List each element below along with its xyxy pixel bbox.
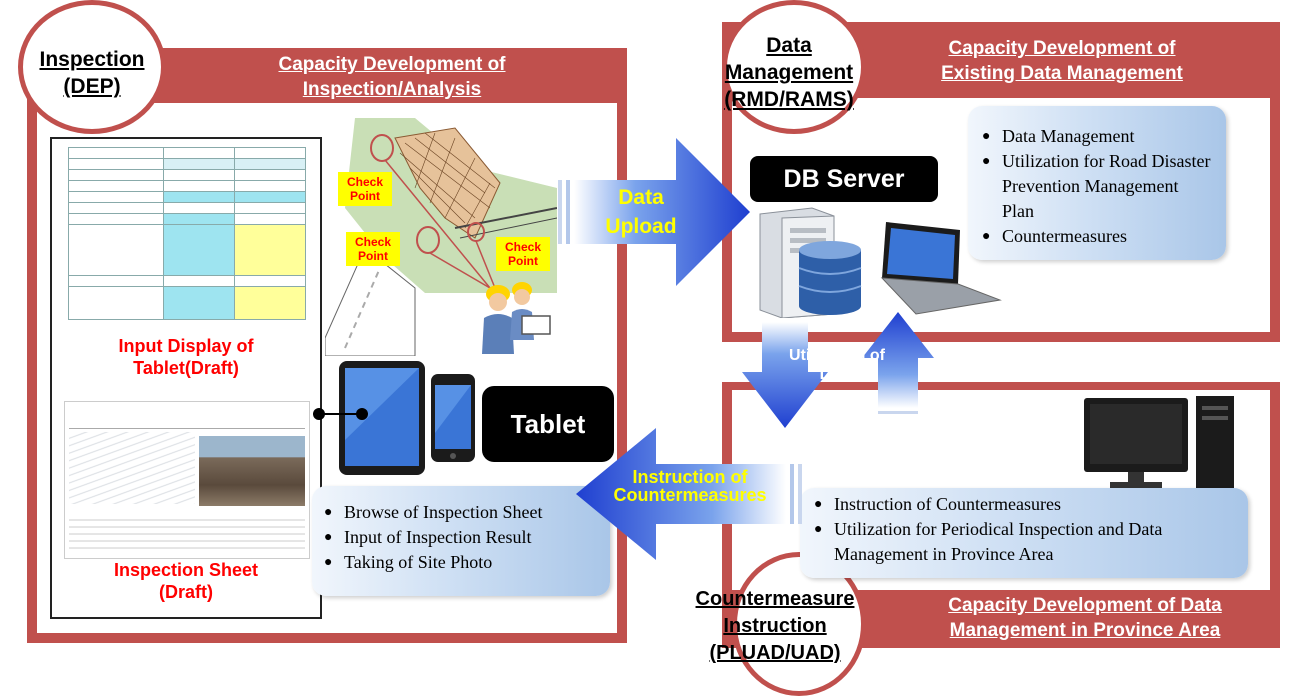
data-upload-label: Data Upload (586, 183, 696, 241)
instruction-line-2: Countermeasures (613, 485, 767, 505)
document-page: Input Display of Tablet(Draft) Inspectio… (50, 137, 322, 619)
smartphone-icon (431, 374, 475, 462)
inspection-sheet-label-line-2: (Draft) (159, 582, 213, 602)
tablet-display-table (68, 147, 307, 320)
countermeasure-title-line-1: Capacity Development of Data (948, 595, 1222, 616)
instruction-line-1: Instruction of (632, 467, 748, 487)
inspection-bullet-1: Browse of Inspection Sheet (324, 500, 610, 525)
inspection-panel-title: Capacity Development of Inspection/Analy… (227, 52, 557, 102)
inspection-sheet-preview (64, 401, 310, 559)
data-management-bullet-1: Data Management (982, 124, 1212, 149)
inspection-title-line-1: Capacity Development of (278, 54, 506, 75)
database-icon (798, 241, 862, 315)
instruction-label: Instruction of Countermeasures (580, 468, 800, 504)
utilization-label: Utilization of Data (762, 346, 912, 384)
db-server-label: DB Server (750, 156, 938, 202)
inspection-title-line-2: Inspection/Analysis (302, 79, 482, 100)
data-management-bullet-2: Utilization for Road Disaster Prevention… (982, 149, 1212, 224)
tablet-display-label-line-1: Input Display of (118, 336, 254, 356)
data-upload-line-1: Data (618, 186, 664, 209)
inspection-bullet-3: Taking of Site Photo (324, 550, 610, 575)
countermeasure-bullets-box: Instruction of Countermeasures Utilizati… (800, 488, 1248, 578)
data-management-circle-label: Data Management (RMD/RAMS) (694, 32, 884, 113)
inspection-bullet-2: Input of Inspection Result (324, 525, 610, 550)
check-point-1: Check Point (338, 172, 392, 206)
inspector-icon (482, 282, 551, 354)
instruction-arrow (576, 428, 802, 560)
utilization-line-2: Data (819, 366, 855, 383)
tablet-label: Tablet (482, 386, 614, 462)
inspection-circle-line-2: (DEP) (63, 75, 121, 98)
check-point-2: Check Point (346, 232, 400, 266)
inspection-sheet-label: Inspection Sheet (Draft) (76, 559, 296, 603)
inspection-bullets-box: Browse of Inspection Sheet Input of Insp… (312, 486, 610, 596)
countermeasure-bullet-1: Instruction of Countermeasures (814, 492, 1238, 517)
inspection-circle-line-1: Inspection (39, 48, 145, 71)
data-management-circle-line-3: (RMD/RAMS) (724, 88, 854, 111)
countermeasure-circle-label: Countermeasure Instruction (PLUAD/UAD) (660, 586, 890, 667)
data-management-title-line-2: Existing Data Management (941, 63, 1183, 84)
sheet-header-lines (69, 406, 305, 429)
data-management-title: Capacity Development of Existing Data Ma… (872, 36, 1252, 86)
data-management-circle-line-1: Data (766, 34, 812, 57)
countermeasure-circle-line-1: Countermeasure (695, 588, 855, 610)
tablet-device-icon (339, 361, 425, 475)
inspection-circle-label: Inspection (DEP) (18, 46, 166, 100)
connector-dot-right (356, 408, 368, 420)
tablet-display-label-line-2: Tablet(Draft) (133, 358, 239, 378)
tablet-display-sheet (68, 147, 307, 337)
inspection-sheet-label-line-1: Inspection Sheet (113, 560, 259, 580)
data-management-circle (722, 0, 866, 134)
countermeasure-title-line-2: Management in Province Area (949, 620, 1221, 641)
countermeasure-bullet-2: Utilization for Periodical Inspection an… (814, 517, 1238, 567)
data-management-title-line-1: Capacity Development of (948, 38, 1176, 59)
connector-dot-left (313, 408, 325, 420)
data-management-circle-line-2: Management (724, 61, 854, 84)
utilization-line-1: Utilization of (789, 347, 885, 364)
data-upload-arrow (558, 138, 750, 286)
data-management-bullets-box: Data Management Utilization for Road Dis… (968, 106, 1226, 260)
utilization-down-arrow (742, 322, 828, 428)
sheet-site-photo (199, 436, 305, 506)
data-management-bullet-3: Countermeasures (982, 224, 1212, 249)
countermeasure-circle-line-3: (PLUAD/UAD) (709, 642, 841, 664)
desktop-computer-icon (1084, 396, 1234, 496)
connector-line (318, 413, 362, 415)
sheet-map-sketch (69, 432, 195, 504)
laptop-icon (880, 222, 1002, 315)
inspection-circle (18, 0, 166, 134)
tablet-display-label: Input Display of Tablet(Draft) (76, 335, 296, 379)
countermeasure-title: Capacity Development of Data Management … (890, 593, 1280, 643)
data-upload-line-2: Upload (605, 215, 677, 238)
utilization-up-arrow (862, 312, 934, 414)
sheet-footer-lines (69, 514, 305, 554)
countermeasure-circle-line-2: Instruction (723, 615, 827, 637)
check-point-3: Check Point (496, 237, 550, 271)
